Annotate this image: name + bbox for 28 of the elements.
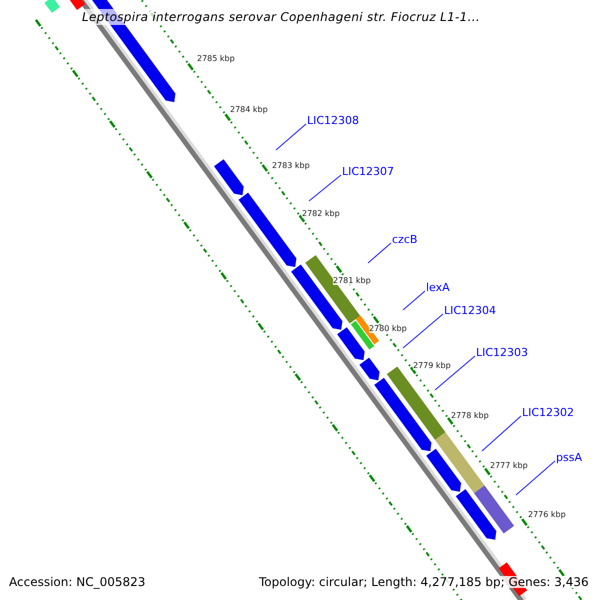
gene-label: LIC12302 (522, 407, 574, 418)
scale-label: 2782 kbp (302, 210, 340, 218)
scale-label: 2779 kbp (413, 362, 451, 370)
leader-line (516, 460, 556, 496)
gene-label: lexA (426, 282, 450, 293)
gene-label: LIC12303 (476, 347, 528, 358)
footer-text: Accession: NC_005823 (9, 576, 146, 588)
gene-label: pssA (556, 452, 582, 463)
leader-line (276, 124, 306, 150)
scale-label: 2780 kbp (369, 325, 407, 333)
scale-label: 2777 kbp (490, 462, 528, 470)
scale-label: 2783 kbp (272, 162, 310, 170)
leader-line (402, 314, 444, 348)
gene-label: LIC12304 (444, 305, 496, 316)
leader-line (434, 356, 476, 390)
scale-label: 2781 kbp (333, 277, 371, 285)
gene-label: czcB (392, 234, 418, 245)
scale-label: 2784 kbp (230, 106, 268, 114)
leader-line (308, 174, 342, 202)
scale-label: 2776 kbp (528, 511, 566, 519)
gene-label: LIC12307 (342, 166, 394, 177)
gene-label: LIC12308 (307, 115, 360, 126)
leader-line (368, 242, 392, 264)
scale-label: 2785 kbp (197, 55, 235, 63)
leader-line (482, 416, 522, 452)
footer-text: Topology: circular; Length: 4,277,185 bp; Genes: 3,436 (259, 576, 589, 588)
scale-label: 2778 kbp (451, 412, 489, 420)
leader-line (402, 290, 426, 310)
